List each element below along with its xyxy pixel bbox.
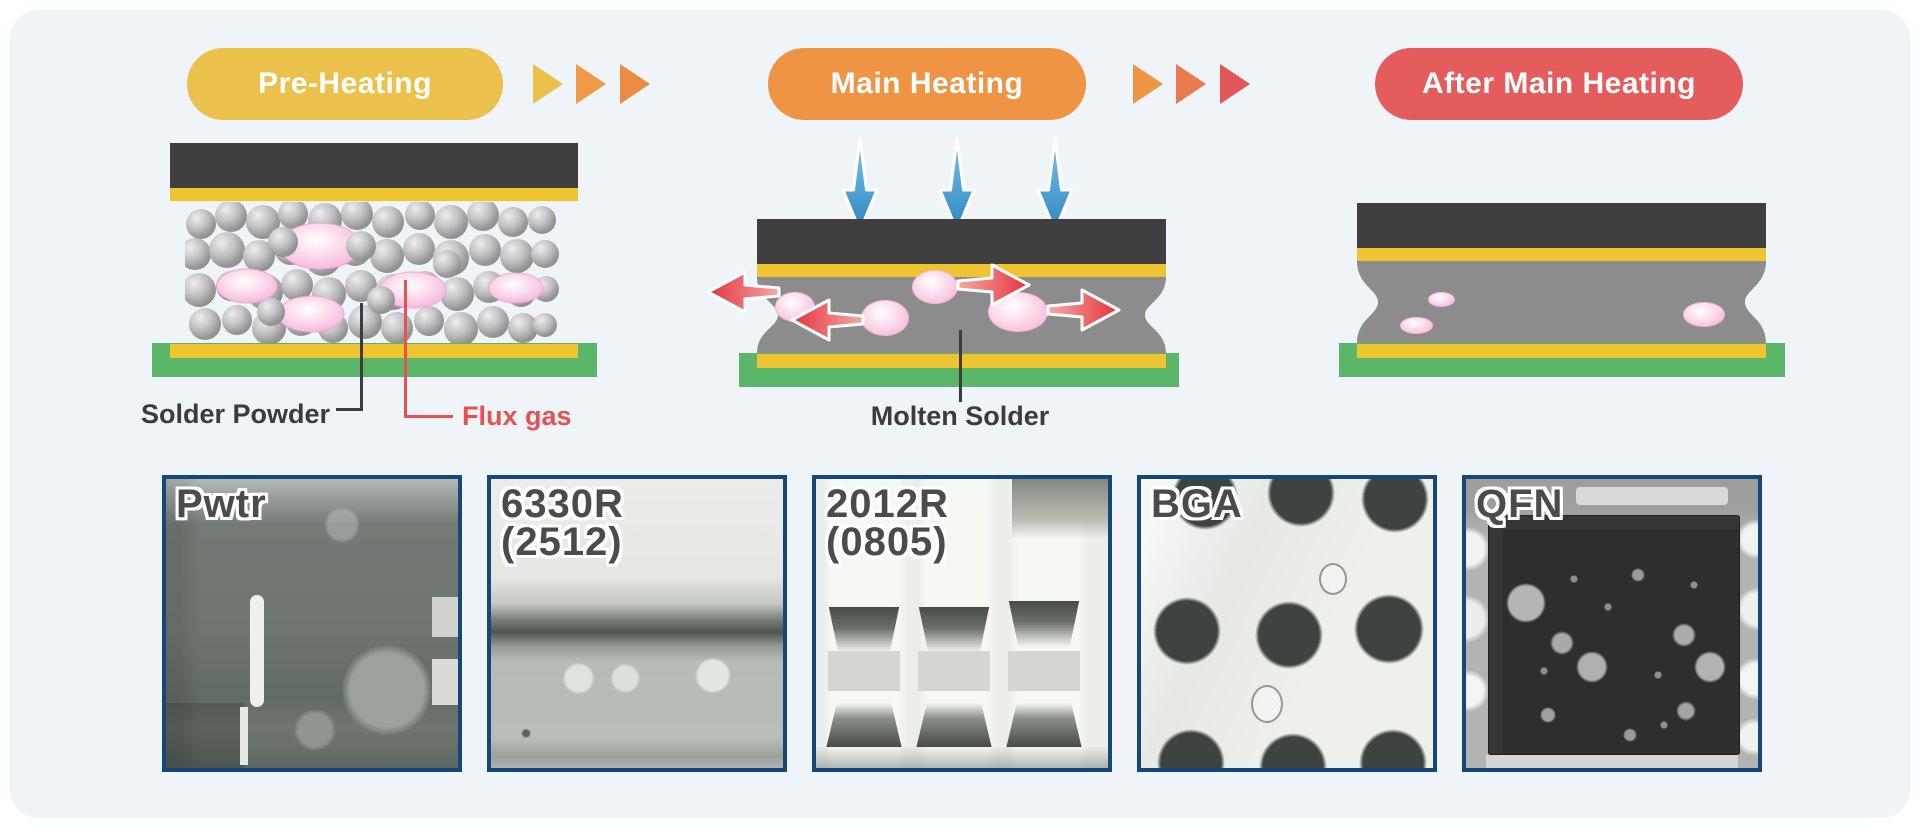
stage-badge-after-main-heating: After Main Heating <box>1375 48 1743 120</box>
void-ring <box>1319 563 1347 595</box>
xray-label: QFN <box>1476 482 1564 526</box>
leader-line-flux-gas <box>404 280 407 418</box>
stage-badge-main-heating: Main Heating <box>768 48 1086 120</box>
void-ring <box>1251 685 1283 723</box>
outgas-arrow-right-icon <box>1046 288 1121 332</box>
void-bubble <box>1428 292 1455 307</box>
component-body <box>170 143 578 188</box>
xray-label: 6330R (2512) <box>501 482 624 564</box>
xray-label: Pwtr <box>176 482 267 526</box>
solder-powder-illustration <box>185 202 559 346</box>
label-flux-gas: Flux gas <box>462 401 572 431</box>
xray-label: BGA <box>1151 482 1243 526</box>
pcb-pad <box>1357 344 1766 358</box>
stage-badge-pre-heating: Pre-Heating <box>187 48 503 120</box>
component-body <box>757 219 1166 264</box>
leader-line-solder-powder <box>336 408 363 411</box>
xray-image-2012r: 2012R (0805) <box>812 475 1112 772</box>
bga-solder-balls <box>1141 479 1433 768</box>
pcb-pad <box>170 344 578 358</box>
leader-line-molten-solder <box>959 330 962 402</box>
component-pad <box>1357 248 1766 261</box>
leader-line-solder-powder <box>360 303 363 411</box>
xray-image-pwtr: Pwtr <box>162 475 462 772</box>
component-body <box>1357 203 1766 248</box>
xray-image-qfn: QFN <box>1462 475 1762 772</box>
component-pad <box>170 188 578 201</box>
leader-line-flux-gas <box>404 415 453 418</box>
chevron-right-icon <box>1220 64 1250 104</box>
flux-bubble <box>912 270 958 304</box>
label-molten-solder: Molten Solder <box>870 401 1050 431</box>
chevron-right-icon <box>1133 64 1163 104</box>
void-dots <box>1488 515 1740 755</box>
chevron-right-icon <box>1176 64 1206 104</box>
flux-bubble <box>861 300 909 336</box>
solid-solder-shape <box>1357 261 1766 343</box>
outgas-arrow-left-icon <box>706 270 781 314</box>
chevron-right-icon <box>533 64 563 104</box>
xray-image-6330r: 6330R (2512) <box>487 475 787 772</box>
molten-solder-shape <box>757 277 1166 353</box>
component-pad <box>757 264 1166 277</box>
label-solder-powder: Solder Powder <box>140 399 330 429</box>
void-bubble <box>1683 302 1725 327</box>
xray-image-bga: BGA <box>1137 475 1437 772</box>
qfn-die-pad <box>1488 515 1740 755</box>
chevron-right-icon <box>620 64 650 104</box>
xray-label: 2012R (0805) <box>826 482 949 564</box>
outgas-arrow-right-icon <box>956 263 1031 307</box>
void-bubble <box>1400 317 1433 334</box>
outgas-arrow-left-icon <box>790 298 865 342</box>
chevron-right-icon <box>576 64 606 104</box>
